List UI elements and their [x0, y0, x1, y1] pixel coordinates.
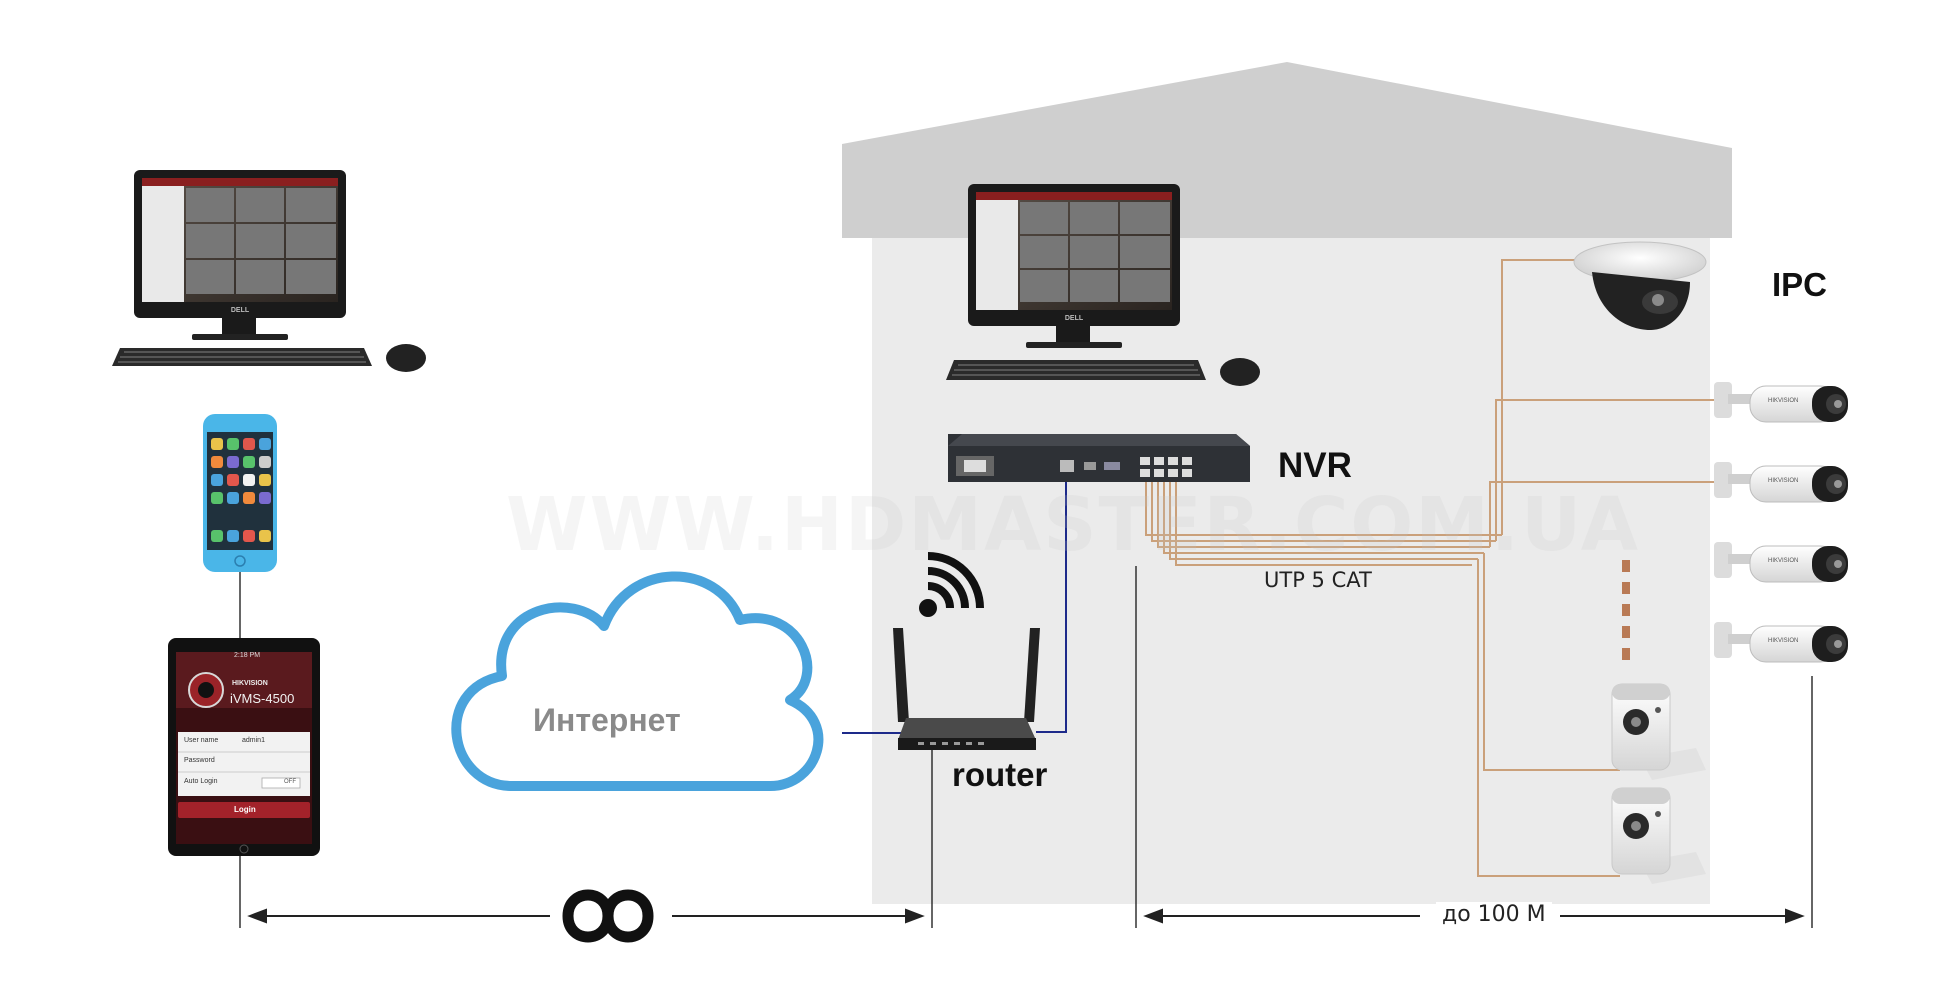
bullet-camera-1 — [1714, 382, 1848, 423]
cloud-icon — [451, 571, 824, 791]
bullet-camera-4 — [1714, 622, 1848, 663]
tablet-password-label[interactable]: Password — [184, 757, 215, 764]
camera-brand-3: HIKVISION — [1768, 558, 1799, 564]
camera-brand-1: HIKVISION — [1768, 398, 1799, 404]
house-wall — [872, 238, 1710, 904]
router-label: router — [952, 756, 1048, 793]
utp-label: UTP 5 CAT — [1264, 568, 1372, 592]
remote-pc: DELL — [112, 170, 426, 372]
more-cameras-indicator — [1622, 560, 1630, 660]
local-pc: DELL — [946, 184, 1260, 386]
cube-camera-2 — [1611, 787, 1706, 884]
tablet-username-label: User name — [184, 737, 219, 744]
dome-camera — [1573, 241, 1707, 330]
dimension-lines — [247, 908, 1805, 924]
monitor-brand-left: DELL — [231, 307, 250, 314]
tablet-username-value[interactable]: admin1 — [242, 737, 265, 744]
tablet-brand: HIKVISION — [232, 680, 268, 687]
nvr-device — [948, 434, 1250, 482]
tablet-app-name: iVMS-4500 — [230, 691, 295, 706]
camera-brand-2: HIKVISION — [1768, 478, 1799, 484]
tablet-auto-login-label: Auto Login — [184, 778, 218, 785]
distance-label: до 100 М — [1436, 902, 1552, 927]
watermark: WWW.HDMASTER.COM.UA — [506, 482, 1641, 568]
cloud-label: Интернет — [533, 702, 681, 738]
ipc-label: IPC — [1772, 266, 1828, 303]
utp-cables — [1145, 259, 1720, 877]
smartphone — [203, 414, 277, 572]
lan-cables — [842, 480, 1067, 734]
monitor-brand-local: DELL — [1065, 315, 1084, 322]
device-connectors — [239, 566, 1813, 928]
tablet-time: 2:18 PM — [234, 652, 261, 659]
tablet — [168, 638, 320, 856]
bullet-camera-3 — [1714, 542, 1848, 583]
tablet-login-button[interactable]: Login — [234, 805, 256, 814]
cube-camera-1 — [1611, 683, 1706, 780]
bullet-camera-2 — [1714, 462, 1848, 503]
wifi-icon — [919, 552, 984, 617]
tablet-auto-login-toggle[interactable]: OFF — [284, 779, 296, 785]
router-device — [893, 628, 1040, 750]
camera-brand-4: HIKVISION — [1768, 638, 1799, 644]
infinity-icon — [562, 889, 654, 943]
nvr-label: NVR — [1278, 446, 1352, 485]
